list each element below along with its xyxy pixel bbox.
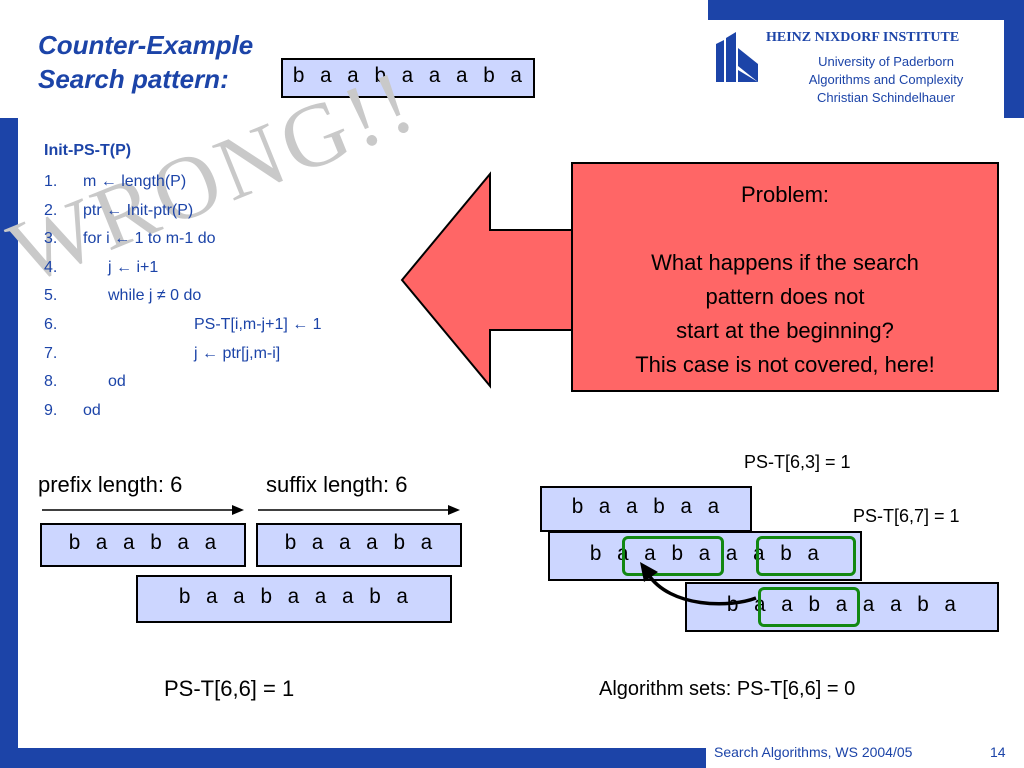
line-code: PS-T[i,m-j+1] ← 1 — [194, 315, 322, 333]
line-number: 6. — [44, 315, 58, 333]
institute-university: University of Paderborn — [818, 54, 954, 69]
curved-arrow-icon — [640, 562, 757, 606]
length-arrows-icon — [42, 505, 460, 515]
red-arrow-icon — [400, 171, 579, 389]
left-result: PS-T[6,6] = 1 — [164, 676, 295, 701]
suffix-length-label: suffix length: 6 — [266, 472, 408, 497]
title-line-2: Search pattern: — [38, 64, 229, 94]
line-code: ptr ← Init-ptr(P) — [83, 201, 194, 219]
problem-heading: Problem: — [740, 182, 830, 207]
suffix-string-box: b a a a b a — [256, 523, 462, 567]
right-result: Algorithm sets: PS-T[6,6] = 0 — [599, 678, 856, 700]
left-accent-bar — [0, 118, 18, 748]
algorithm-listing: Init-PS-T(P) 1. m ← length(P) 2. ptr ← Ini… — [44, 140, 322, 426]
footer-panel — [706, 740, 1024, 768]
header-right-bar — [1004, 0, 1024, 118]
line-number: 3. — [44, 230, 58, 248]
pst-6-3-label: PS-T[6,3] = 1 — [744, 452, 851, 472]
problem-line: start at the beginning? — [676, 318, 894, 343]
algorithm-line: 7. j ← ptr[j,m-i] — [44, 340, 280, 369]
slide-title: Counter-Example Search pattern: — [38, 28, 253, 96]
line-number: 4. — [44, 258, 58, 276]
line-code: for i ← 1 to m-1 do — [83, 230, 216, 248]
line-number: 1. — [44, 173, 58, 190]
line-code: od — [108, 373, 126, 391]
institute-name: HEINZ NIXDORF INSTITUTE — [766, 30, 960, 45]
header-strip — [708, 0, 1024, 20]
prefix-length-label: prefix length: 6 — [38, 472, 183, 497]
search-pattern-box: b a a b a a a b a — [281, 58, 535, 98]
highlight-box-mid-right — [756, 536, 856, 576]
algorithm-line: 8. od — [44, 368, 131, 397]
line-code: j ← i+1 — [108, 258, 159, 276]
algorithm-title: Init-PS-T(P) — [44, 142, 132, 159]
algorithm-line: 9. od — [44, 397, 131, 426]
line-number: 2. — [44, 201, 58, 219]
algorithm-line: 1. m ← length(P) — [44, 168, 186, 197]
problem-callout: Problem: What happens if the search patt… — [571, 162, 999, 392]
prefix-string-box: b a a b a a — [40, 523, 246, 567]
algorithm-line: 5. while j ≠ 0 do — [44, 282, 201, 311]
line-number: 5. — [44, 287, 58, 305]
line-code: od — [83, 401, 101, 419]
page-number: 14 — [990, 744, 1006, 760]
institute-logo-icon — [716, 32, 758, 82]
line-number: 8. — [44, 373, 58, 391]
institute-group: Algorithms and Complexity — [808, 72, 964, 87]
algorithm-line: 3. for i ← 1 to m-1 do — [44, 225, 216, 254]
line-code: while j ≠ 0 do — [108, 287, 202, 305]
problem-line: pattern does not — [705, 284, 865, 309]
problem-line: This case is not covered, here! — [635, 352, 935, 377]
pst-6-7-label: PS-T[6,7] = 1 — [853, 506, 960, 526]
line-number: 9. — [44, 401, 58, 419]
algorithm-line: 2. ptr ← Init-ptr(P) — [44, 197, 193, 226]
title-line-1: Counter-Example — [38, 30, 254, 60]
highlight-box-mid-left — [622, 536, 724, 576]
right-bottom-string-box: b a a b a a a b a — [685, 582, 999, 632]
institute-author: Christian Schindelhauer — [816, 90, 956, 105]
algorithm-line: 4. j ← i+1 — [44, 254, 158, 283]
right-mid-string-box: b a a b a a a b a — [548, 531, 862, 581]
algorithm-line: 6. PS-T[i,m-j+1] ← 1 — [44, 311, 322, 340]
line-number: 7. — [44, 344, 58, 362]
problem-line: What happens if the search — [651, 250, 919, 275]
right-top-string-box: b a a b a a — [540, 486, 752, 532]
line-code: m ← length(P) — [83, 173, 187, 190]
highlight-box-bottom — [758, 587, 860, 627]
pattern-string-box: b a a b a a a b a — [136, 575, 452, 623]
footer-course: Search Algorithms, WS 2004/05 — [714, 744, 913, 760]
line-code: j ← ptr[j,m-i] — [194, 344, 281, 362]
